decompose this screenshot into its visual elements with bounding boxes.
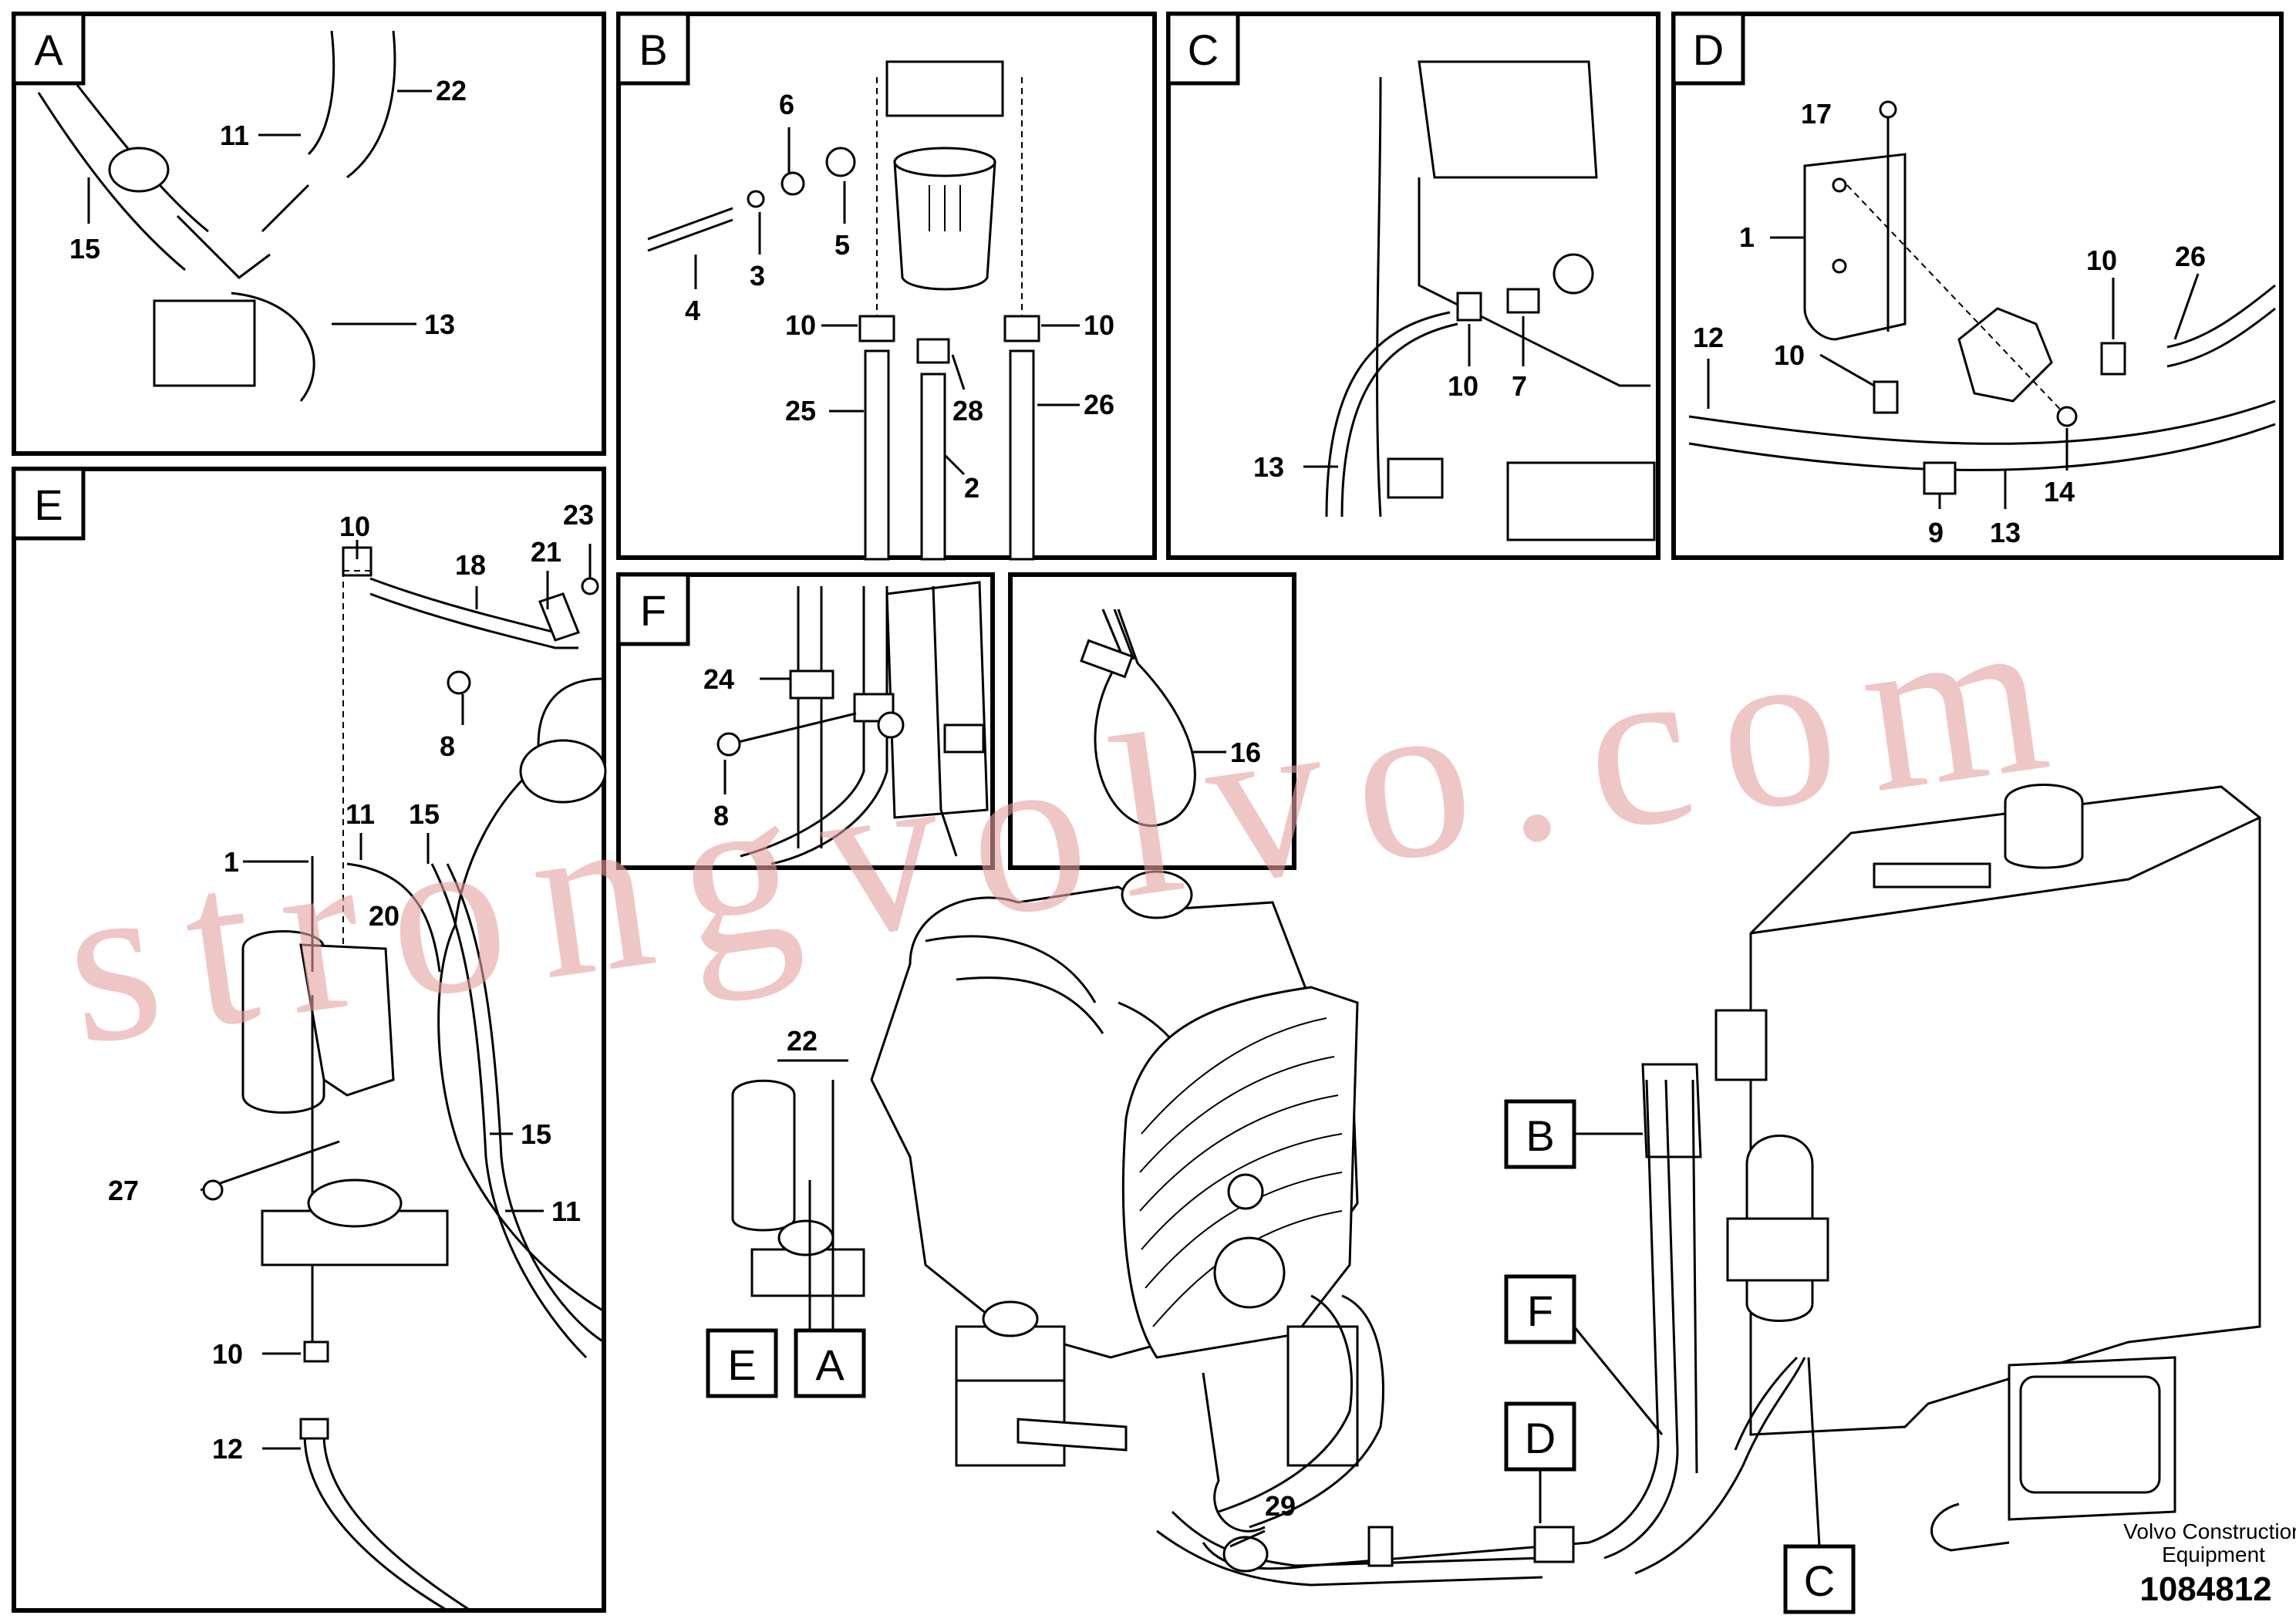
callout-c-13: 13 — [1253, 451, 1284, 483]
main-tag-d: D — [1525, 1414, 1556, 1462]
callout-e-15-top: 15 — [409, 798, 440, 830]
callout-d-17: 17 — [1801, 98, 1832, 130]
callout-b-28: 28 — [952, 395, 983, 427]
panel-d: D 17 1 10 26 12 10 14 — [1671, 12, 2284, 560]
callout-b-2: 2 — [964, 472, 979, 504]
callout-b-3: 3 — [750, 260, 765, 292]
callout-d-10-mid: 10 — [1774, 339, 1805, 371]
callout-b-10-right: 10 — [1084, 309, 1114, 341]
panel-b: B 6 4 3 5 10 — [616, 12, 1157, 561]
callout-e-8: 8 — [440, 730, 455, 762]
callout-e-1: 1 — [224, 846, 239, 878]
callout-b-10-left: 10 — [785, 309, 816, 341]
panel-f-tag: F — [640, 586, 666, 635]
callout-e-10-bottom: 10 — [212, 1338, 243, 1370]
callout-a-13: 13 — [424, 309, 455, 340]
callout-d-26: 26 — [2175, 241, 2206, 272]
panel-a: A 22 11 15 13 — [12, 12, 606, 456]
callout-e-11-top: 11 — [346, 798, 375, 830]
callout-b-26: 26 — [1084, 389, 1114, 420]
callout-tie-16: 16 — [1230, 737, 1261, 768]
panel-d-tag: D — [1693, 25, 1724, 74]
panel-a-tag: A — [34, 25, 63, 74]
callout-e-27: 27 — [108, 1175, 139, 1206]
callout-main-29: 29 — [1265, 1490, 1296, 1522]
callout-e-20: 20 — [369, 900, 400, 932]
panel-c: C 10 7 13 — [1166, 12, 1660, 560]
panel-c-tag: C — [1188, 25, 1219, 74]
callout-e-12: 12 — [212, 1433, 243, 1465]
callout-c-10: 10 — [1448, 370, 1478, 402]
main-tag-f: F — [1527, 1286, 1553, 1335]
callout-d-1: 1 — [1739, 221, 1755, 253]
callout-e-15-bottom: 15 — [521, 1118, 551, 1150]
panel-f: F 24 8 — [616, 572, 995, 870]
main-tag-b: B — [1526, 1111, 1554, 1160]
callout-e-10-top: 10 — [339, 511, 370, 542]
callout-d-14: 14 — [2044, 476, 2075, 508]
footer-company-line2: Equipment — [2162, 1543, 2265, 1566]
main-tag-a: A — [815, 1340, 845, 1389]
callout-main-22: 22 — [787, 1025, 818, 1057]
footer: Volvo Construction Equipment 1084812 — [2123, 1519, 2296, 1608]
panel-b-tag: B — [639, 25, 667, 74]
callout-a-15: 15 — [69, 233, 100, 265]
callout-a-22: 22 — [436, 75, 467, 106]
callout-d-13: 13 — [1990, 517, 2021, 548]
callout-f-8: 8 — [713, 800, 729, 831]
callout-b-25: 25 — [785, 395, 816, 427]
callout-e-18: 18 — [455, 549, 486, 581]
panel-e: E 10 23 18 — [12, 467, 607, 1613]
callout-c-7: 7 — [1512, 370, 1527, 402]
callout-f-24: 24 — [703, 663, 734, 695]
callout-d-10-top: 10 — [2086, 244, 2117, 276]
main-assembly: E A 22 29 B F D C — [706, 784, 2261, 1614]
callout-e-11-bottom: 11 — [551, 1195, 581, 1227]
main-tag-c: C — [1804, 1556, 1835, 1605]
callout-a-11: 11 — [220, 120, 249, 151]
panel-cable-tie: 16 — [1008, 572, 1296, 870]
callout-b-5: 5 — [834, 229, 850, 261]
callout-e-21: 21 — [531, 536, 561, 568]
callout-e-23: 23 — [563, 499, 594, 531]
callout-b-6: 6 — [779, 89, 794, 120]
callout-d-9: 9 — [1928, 517, 1944, 548]
footer-company: Volvo Construction — [2123, 1519, 2296, 1543]
main-tag-e: E — [727, 1340, 756, 1389]
callout-d-12: 12 — [1693, 322, 1724, 353]
footer-drawing-number: 1084812 — [2139, 1570, 2271, 1608]
callout-b-4: 4 — [685, 295, 700, 326]
panel-e-tag: E — [34, 481, 62, 529]
